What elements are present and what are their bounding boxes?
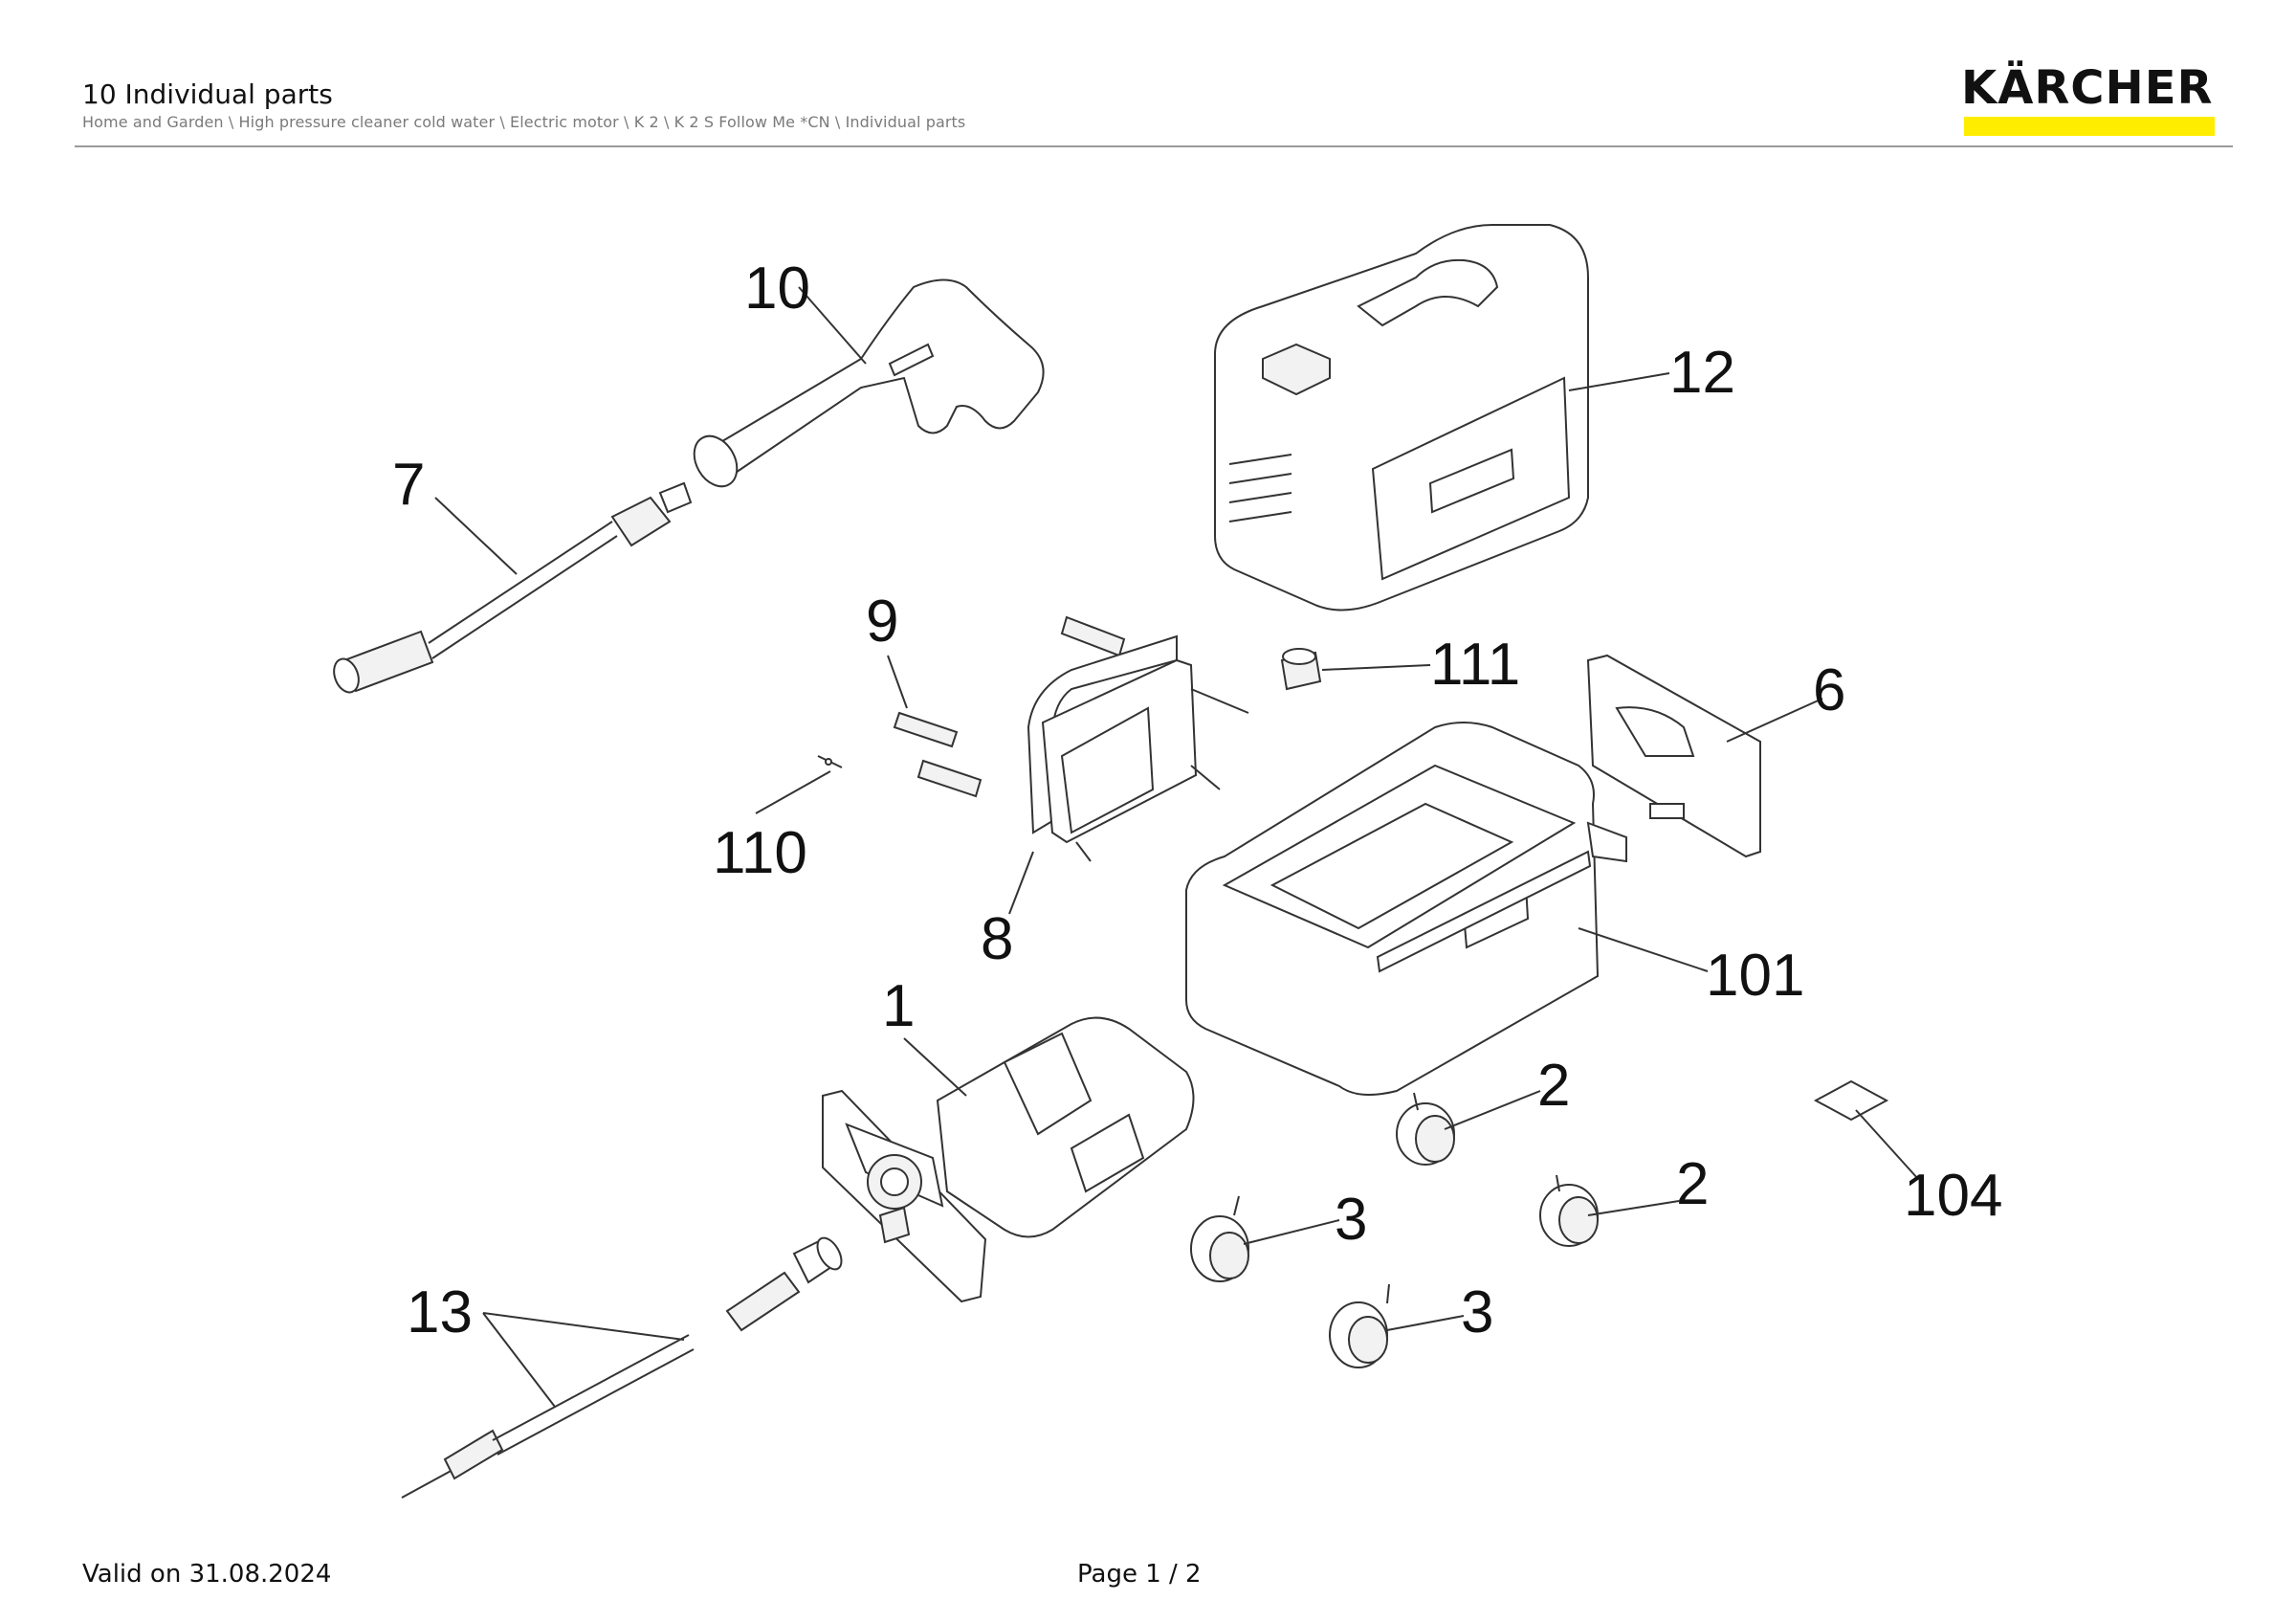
- part-8-cover-frame: [1027, 634, 1249, 862]
- callout-2a: 2: [1537, 1053, 1570, 1119]
- logo-accent-bar: [1964, 117, 2215, 136]
- part-10-trigger-gun: [693, 278, 1045, 488]
- part-110-pin: [817, 755, 843, 768]
- callout-7: 7: [392, 452, 425, 518]
- part-9-filters: [893, 615, 1126, 798]
- callout-104: 104: [1904, 1163, 2002, 1229]
- leader-101: [1578, 927, 1709, 972]
- leader-13b: [482, 1312, 556, 1408]
- leader-8: [1008, 851, 1034, 915]
- callout-2b: 2: [1676, 1151, 1709, 1217]
- leader-2a: [1444, 1090, 1541, 1130]
- callout-1: 1: [882, 973, 915, 1039]
- leader-104: [1855, 1109, 1919, 1180]
- leader-12: [1568, 372, 1670, 391]
- callout-3a: 3: [1335, 1187, 1367, 1253]
- callout-3b: 3: [1461, 1279, 1493, 1345]
- leader-110: [755, 770, 831, 814]
- part-111-cap: [1280, 648, 1322, 691]
- leader-1: [903, 1037, 967, 1097]
- leader-6: [1726, 698, 1823, 743]
- part-101-base-housing: [1185, 722, 1627, 1096]
- leader-2b: [1587, 1200, 1680, 1216]
- part-2-wheel-a: [1396, 1092, 1455, 1166]
- leader-13a: [482, 1312, 685, 1341]
- callout-101: 101: [1706, 943, 1804, 1009]
- callout-110: 110: [713, 820, 807, 886]
- callout-12: 12: [1669, 340, 1735, 406]
- footer-page-number: Page 1 / 2: [1077, 1560, 1202, 1589]
- part-3-wheel-b: [1329, 1283, 1390, 1368]
- part-7-spray-lance: [333, 481, 693, 694]
- karcher-logo: KÄRCHER: [1961, 61, 2214, 115]
- callout-111: 111: [1430, 632, 1520, 698]
- leader-7: [434, 497, 518, 575]
- part-3-wheel-a: [1190, 1195, 1249, 1282]
- callout-9: 9: [866, 589, 898, 655]
- leader-3a: [1243, 1219, 1340, 1245]
- part-2-wheel-b: [1539, 1174, 1599, 1247]
- part-12-housing-cover: [1214, 224, 1589, 611]
- leader-111: [1321, 664, 1431, 671]
- callout-6: 6: [1813, 657, 1845, 723]
- leader-3b: [1386, 1315, 1465, 1331]
- callout-10: 10: [744, 256, 810, 322]
- callout-13: 13: [407, 1279, 473, 1345]
- breadcrumb: Home and Garden \ High pressure cleaner …: [82, 113, 966, 131]
- part-6-side-panel: [1586, 654, 1761, 858]
- part-1-motor-pump: [822, 1016, 1195, 1303]
- part-13-lance-assembly: [401, 1236, 843, 1499]
- callout-8: 8: [981, 906, 1013, 972]
- leader-9: [887, 655, 908, 709]
- header-divider: [75, 145, 2233, 147]
- leader-10: [798, 286, 867, 365]
- part-104-sticker: [1813, 1079, 1889, 1122]
- page-title: 10 Individual parts: [82, 78, 333, 110]
- footer-valid-date: Valid on 31.08.2024: [82, 1560, 332, 1589]
